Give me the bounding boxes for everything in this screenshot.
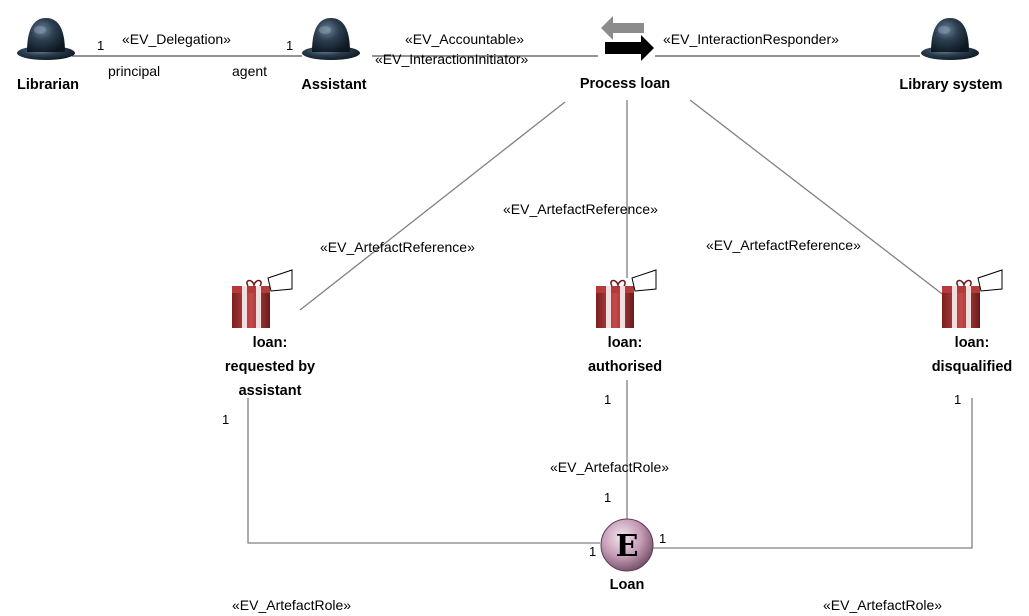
multiplicity: 1	[604, 392, 611, 407]
artefact-authorised[interactable]: loan: authorised	[588, 269, 662, 375]
artefact-label: loan:	[253, 335, 288, 351]
actor-label: Library system	[899, 77, 1002, 93]
multiplicity: 1	[604, 490, 611, 505]
stereotype-artefact-reference: «EV_ArtefactReference»	[503, 201, 658, 217]
process-loan[interactable]: Process loan	[580, 16, 670, 92]
role-line-disqualified[interactable]	[653, 398, 973, 549]
actor-label: Assistant	[301, 77, 366, 93]
actor-assistant[interactable]: Assistant	[301, 18, 367, 93]
actor-hat-icon	[302, 18, 360, 60]
stereotype-artefact-role: «EV_ArtefactRole»	[550, 459, 669, 475]
multiplicity: 1	[222, 412, 229, 427]
entity-loan[interactable]: E Loan	[600, 518, 654, 593]
artefact-label: requested by	[225, 359, 315, 375]
process-label: Process loan	[580, 76, 670, 92]
multiplicity: 1	[954, 392, 961, 407]
artefact-box-icon	[596, 269, 657, 328]
stereotype-artefact-reference: «EV_ArtefactReference»	[706, 237, 861, 253]
reference-line-requested[interactable]	[299, 101, 566, 311]
role-principal: principal	[108, 63, 160, 79]
stereotype-interaction-initiator: «EV_InteractionInitiator»	[375, 51, 529, 67]
multiplicity: 1	[286, 38, 293, 53]
artefact-label: authorised	[588, 359, 662, 375]
actor-hat-icon	[921, 18, 979, 60]
actor-hat-icon	[17, 18, 75, 60]
entity-e-icon: E	[600, 518, 654, 572]
actor-library-system[interactable]: Library system	[899, 18, 1003, 93]
artefact-label: loan:	[608, 335, 643, 351]
entity-label: Loan	[610, 577, 645, 593]
multiplicity: 1	[97, 38, 104, 53]
multiplicity: 1	[659, 531, 666, 546]
artefact-label: assistant	[239, 383, 302, 399]
reference-line-disqualified[interactable]	[689, 99, 951, 301]
role-agent: agent	[232, 63, 267, 79]
stereotype-artefact-role: «EV_ArtefactRole»	[232, 597, 351, 613]
stereotype-interaction-responder: «EV_InteractionResponder»	[663, 31, 839, 47]
stereotype-delegation: «EV_Delegation»	[122, 31, 231, 47]
actor-label: Librarian	[17, 77, 79, 93]
stereotype-artefact-role: «EV_ArtefactRole»	[823, 597, 942, 613]
role-labels: principal agent	[108, 63, 267, 79]
multiplicity: 1	[589, 544, 596, 559]
artefact-box-icon	[942, 269, 1003, 328]
role-line-requested[interactable]	[247, 398, 600, 544]
actor-librarian[interactable]: Librarian	[17, 18, 79, 93]
stereotype-labels: «EV_Delegation» «EV_Accountable» «EV_Int…	[122, 31, 942, 613]
entity-letter: E	[616, 529, 639, 564]
process-arrows-icon	[601, 16, 654, 61]
artefact-label: loan:	[955, 335, 990, 351]
connectors	[72, 55, 973, 549]
artefact-label: disqualified	[932, 359, 1013, 375]
stereotype-artefact-reference: «EV_ArtefactReference»	[320, 239, 475, 255]
artefact-requested-by-assistant[interactable]: loan: requested by assistant	[225, 269, 315, 399]
stereotype-accountable: «EV_Accountable»	[405, 31, 524, 47]
multiplicity-labels: 1 1 1 1 1 1 1 1	[97, 38, 961, 559]
artefact-disqualified[interactable]: loan: disqualified	[932, 269, 1013, 375]
artefact-box-icon	[232, 269, 293, 328]
